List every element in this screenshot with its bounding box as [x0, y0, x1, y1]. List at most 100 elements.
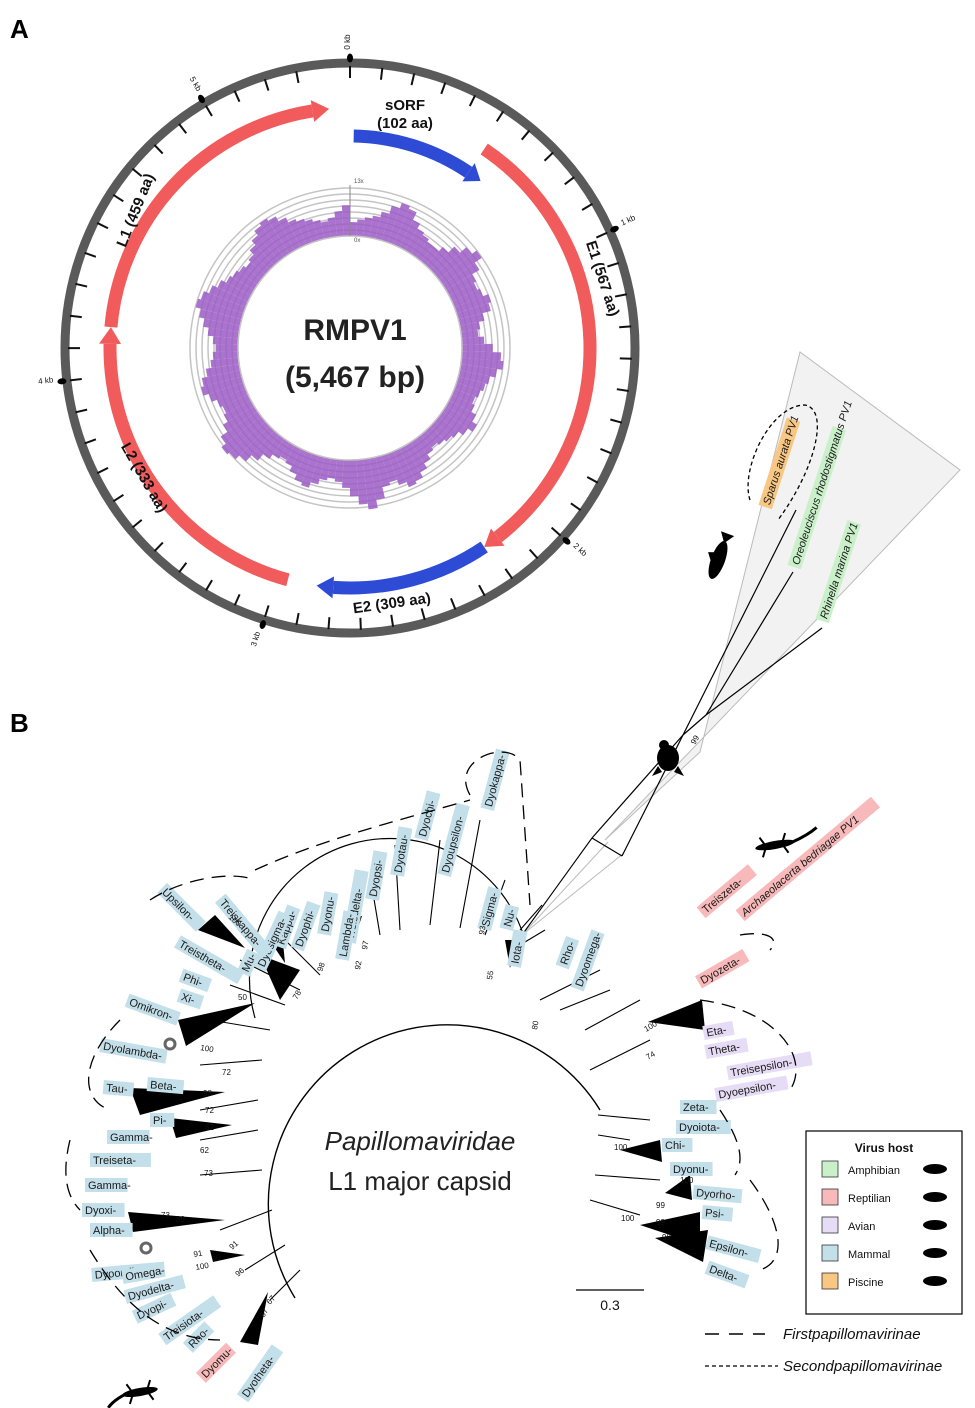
coverage-bar: [207, 327, 240, 339]
coverage-bar: [210, 357, 240, 368]
tree-leaf: Dyoiota-: [676, 1120, 731, 1134]
minor-tick: [295, 70, 300, 84]
tree-leaf-label: Zeta-: [683, 1102, 709, 1114]
tree-leaf: Chi-: [662, 1138, 693, 1152]
tree-leaf-label: Chi-: [665, 1140, 686, 1152]
coverage-bar: [334, 459, 344, 483]
minor-tick: [153, 541, 164, 552]
tree-leaf-label: Dyotau-: [393, 833, 412, 873]
gene-arrowhead-l1: [310, 100, 330, 122]
minor-tick: [327, 617, 331, 630]
minor-tick: [96, 222, 109, 230]
tree-leaf-bg: [102, 1080, 135, 1097]
tree-leaf-bg: [317, 891, 339, 936]
coverage-bar: [280, 442, 295, 461]
coverage-bar: [459, 363, 497, 378]
tree-leaf-bg: [157, 882, 206, 932]
minor-ticks: [67, 66, 632, 630]
tree-leaf: Sigma-: [477, 886, 502, 932]
bootstrap-value: 92: [353, 959, 364, 970]
gecko-icon-top: [755, 826, 818, 858]
coverage-bar: [272, 438, 290, 459]
coverage-bar: [296, 218, 313, 245]
tree-leaf-label: Archaeolacerta bedriagae PV1: [738, 814, 861, 920]
gene-arc-e1: [480, 143, 597, 543]
tree-leaf: Dyonu-: [317, 891, 339, 936]
minor-tick: [75, 282, 88, 288]
tree-leaf-bg: [735, 796, 881, 922]
tree-leaf-label: Dyonu-: [673, 1164, 709, 1176]
coverage-bar: [294, 451, 313, 483]
tree-leaf: Alpha-: [90, 1223, 133, 1237]
coverage-bar: [438, 250, 482, 285]
tree-leaf-label: Dyoiota-: [679, 1122, 720, 1134]
tree-leaf-bg: [182, 1321, 215, 1353]
gene-label-l2: L2 (333 aa): [117, 440, 170, 516]
coverage-bar: [387, 202, 410, 245]
tree-leaf-bg: [124, 993, 181, 1026]
tree-leaf: Upsilon-: [157, 882, 206, 932]
coverage-bar: [434, 416, 459, 438]
tree-leaf: Dyoxi-: [82, 1203, 125, 1217]
tree-leaf: Dyozeta-: [695, 948, 750, 989]
tree-title-family: Papillomaviridae: [325, 1126, 516, 1156]
minor-tick: [205, 579, 213, 591]
coverage-bar: [461, 343, 493, 353]
minor-tick: [586, 476, 599, 484]
tree-leaf: Dyonu-: [670, 1162, 713, 1176]
leaf-labels: Dyokappa-Dyochi-Dyotau-Dyoupsilon-Dyopsi…: [82, 748, 881, 1403]
bootstrap-value: 91: [228, 1239, 241, 1252]
coverage-bar: [442, 405, 478, 432]
tree-leaf-bg: [195, 1342, 236, 1383]
tree-leaf: Dyoomega-: [570, 929, 605, 992]
tree-leaf-bg: [414, 790, 441, 842]
coverage-bar: [458, 370, 490, 385]
tree-leaf-label: Dyomu-: [199, 1345, 235, 1381]
coverage-bar: [445, 400, 477, 422]
tree-leaf-bg: [499, 903, 520, 932]
bootstrap-value: 97: [360, 939, 371, 950]
zoom-connector-2: [521, 852, 625, 936]
tree-leaf-label: Xi-: [180, 991, 197, 1007]
minor-tick: [264, 605, 270, 618]
kb-tick-dot: [57, 378, 67, 385]
coverage-bar: [195, 298, 244, 320]
legend-swatch-avian: [821, 1216, 839, 1234]
minor-tick: [178, 123, 188, 134]
coverage-bar: [327, 458, 338, 479]
minor-tick: [521, 129, 531, 141]
coverage-bars: [195, 202, 504, 510]
coverage-bar: [399, 445, 423, 482]
coverage-bar: [393, 448, 417, 488]
minor-tick: [619, 325, 632, 329]
genome-name: RMPV1: [303, 314, 406, 347]
minor-tick: [112, 193, 124, 203]
coverage-bar: [301, 453, 319, 488]
coverage-bar: [239, 426, 275, 462]
genome-map: 0 kb1 kb2 kb3 kb4 kb5 kb 13x 0x sORF (10…: [38, 34, 640, 648]
minor-tick: [96, 466, 109, 475]
coverage-bar: [310, 455, 325, 485]
marker-alpha: [139, 1241, 153, 1255]
coverage-bar: [268, 216, 295, 254]
gene-arrowhead-e1: [484, 528, 505, 547]
coverage-bar: [248, 254, 270, 275]
coverage-bar: [445, 274, 477, 296]
bootstrap-value: 100: [195, 1261, 210, 1272]
coverage-bar: [249, 244, 275, 270]
minor-tick: [468, 94, 477, 107]
tree-leaf-bg: [390, 826, 413, 877]
tree-leaf: Psi-: [701, 1205, 734, 1222]
bootstrap-value: 99: [662, 1233, 671, 1242]
tree-leaf-bg: [676, 1120, 731, 1134]
tree-leaf-bg: [437, 802, 470, 878]
gene-arc-l1: [104, 104, 314, 328]
minor-tick: [410, 73, 416, 86]
coverage-bar: [312, 219, 325, 241]
coverage-bar: [425, 426, 445, 445]
second-subfamily-label: Secondpapillomavirinae: [783, 1358, 942, 1375]
firstpapillomavirinae-outlines: [65, 751, 797, 1341]
coverage-bar: [415, 434, 434, 455]
tree-leaf-bg: [123, 1274, 186, 1304]
minor-tick: [84, 438, 97, 445]
